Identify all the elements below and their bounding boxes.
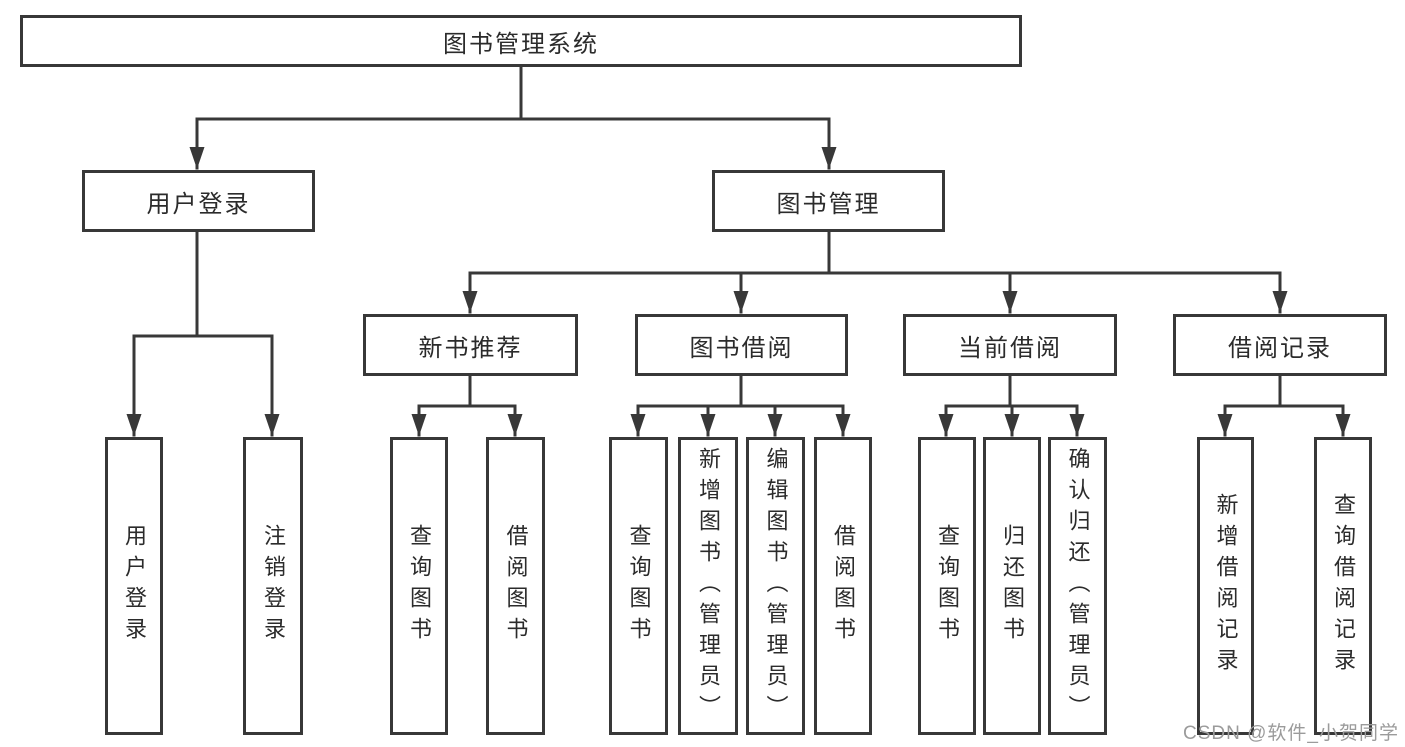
leaf-label: 借阅图书 (831, 524, 856, 648)
leaf-label: 注销登录 (261, 524, 286, 648)
node-new-book-recommend: 新书推荐 (363, 314, 578, 376)
leaf-borrow-add-books-admin: 新增图书（管理员） (678, 437, 738, 735)
leaf-label: 借阅图书 (503, 524, 529, 648)
node-library-system: 图书管理系统 (20, 15, 1022, 67)
leaf-current-query-books: 查询图书 (918, 437, 976, 735)
node-label: 图书借阅 (689, 334, 794, 362)
leaf-logout: 注销登录 (243, 437, 303, 735)
leaf-record-add: 新增借阅记录 (1197, 437, 1254, 735)
node-label: 借阅记录 (1228, 334, 1332, 362)
node-current-borrow: 当前借阅 (903, 314, 1117, 376)
leaf-label: 查询图书 (407, 524, 432, 648)
leaf-label: 确认归还（管理员） (1065, 446, 1091, 726)
leaf-current-confirm-return-admin: 确认归还（管理员） (1048, 437, 1107, 735)
leaf-label: 用户登录 (122, 524, 147, 648)
leaf-label: 查询图书 (935, 524, 960, 648)
leaf-user-login: 用户登录 (105, 437, 163, 735)
leaf-label: 查询图书 (626, 524, 652, 648)
node-label: 图书管理系统 (443, 30, 599, 58)
leaf-newrec-borrow-books: 借阅图书 (486, 437, 545, 735)
leaf-borrow-query-books: 查询图书 (609, 437, 668, 735)
leaf-label: 查询借阅记录 (1331, 493, 1356, 679)
node-label: 新书推荐 (418, 334, 523, 362)
leaf-label: 新增图书（管理员） (696, 446, 721, 726)
leaf-borrow-edit-books-admin: 编辑图书（管理员） (746, 437, 805, 735)
node-label: 当前借阅 (958, 334, 1062, 362)
node-label: 用户登录 (146, 190, 251, 218)
connectors (126, 65, 1351, 437)
node-book-management: 图书管理 (712, 170, 945, 232)
leaf-borrow-borrow-books: 借阅图书 (814, 437, 872, 735)
node-label: 图书管理 (776, 190, 881, 218)
leaf-label: 新增借阅记录 (1213, 493, 1239, 679)
leaf-current-return-books: 归还图书 (983, 437, 1041, 735)
leaf-record-query: 查询借阅记录 (1314, 437, 1372, 735)
leaf-label: 归还图书 (1000, 524, 1025, 648)
node-borrow-records: 借阅记录 (1173, 314, 1387, 376)
leaf-label: 编辑图书（管理员） (763, 446, 789, 726)
node-user-login: 用户登录 (82, 170, 315, 232)
node-book-borrow: 图书借阅 (635, 314, 848, 376)
watermark: CSDN @软件_小贺同学 (1183, 723, 1399, 744)
leaf-newrec-query-books: 查询图书 (390, 437, 448, 735)
